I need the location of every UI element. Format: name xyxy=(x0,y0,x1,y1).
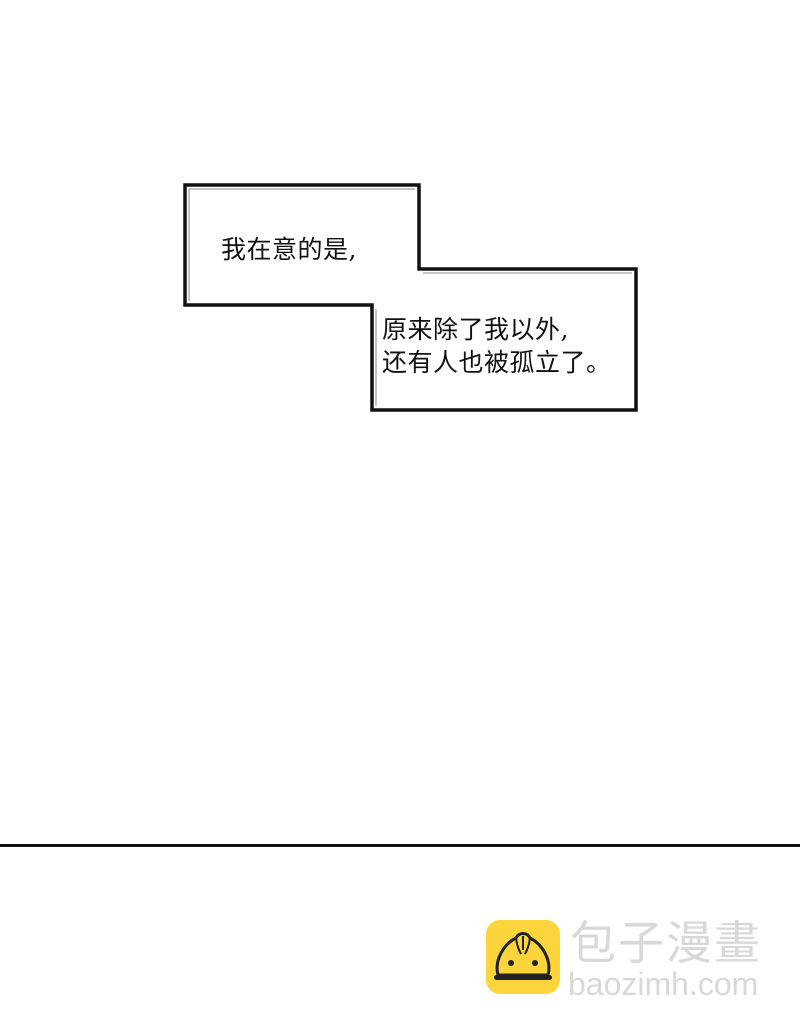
watermark-name: 包子漫畫 xyxy=(570,916,762,970)
caption-box-outline xyxy=(183,183,638,412)
steamed-bun-icon xyxy=(486,920,560,994)
caption-text-1: 我在意的是, xyxy=(221,235,357,264)
caption-text-2b: 还有人也被孤立了。 xyxy=(382,348,612,377)
caption-text-2a: 原来除了我以外, xyxy=(382,315,569,344)
panel-divider xyxy=(0,844,800,847)
watermark-url: baozimh.com xyxy=(568,966,759,1002)
